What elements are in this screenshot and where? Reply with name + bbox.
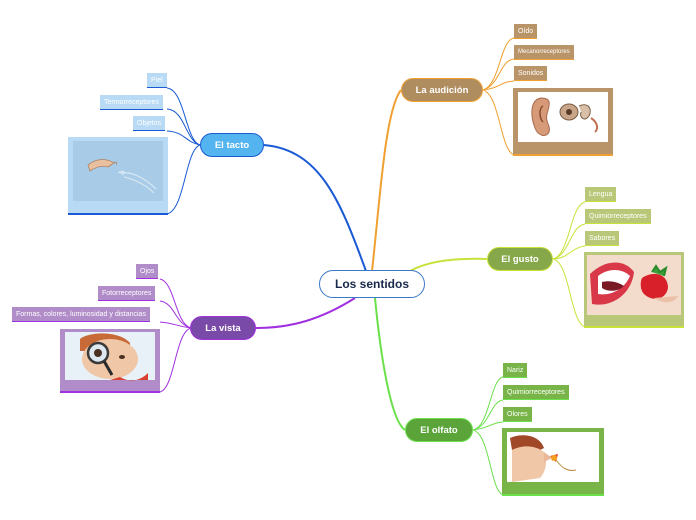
leaf-gusto-lengua[interactable]: Lengua	[585, 187, 617, 202]
leaf-gusto-sabores[interactable]: Sabores	[585, 231, 620, 246]
leaf-vista-formas[interactable]: Formas, colores, luminosidad y distancia…	[12, 307, 150, 322]
smelling-flower-image	[502, 428, 604, 496]
leaf-tacto-piel[interactable]: Piel	[147, 73, 167, 88]
leaf-tacto-objetos[interactable]: Objetos	[133, 116, 166, 131]
leaf-vista-fotorreceptores[interactable]: Fotorreceptores	[98, 286, 156, 301]
ear-image	[513, 88, 613, 156]
touching-hands-image	[68, 137, 168, 215]
child-magnifier-image	[60, 329, 160, 393]
leaf-olfato-nariz[interactable]: Nariz	[503, 363, 528, 378]
leaf-audicion-mecanorreceptores[interactable]: Mecanorreceptores	[514, 45, 574, 60]
mouth-strawberry-image	[584, 252, 684, 328]
branch-vista[interactable]: La vista	[190, 316, 256, 340]
leaf-audicion-sonidos[interactable]: Sonidos	[514, 66, 548, 81]
branch-audicion[interactable]: La audición	[401, 78, 483, 102]
branch-tacto[interactable]: El tacto	[200, 133, 264, 157]
leaf-gusto-quimiorreceptores[interactable]: Quimiorreceptores	[585, 209, 651, 224]
leaf-olfato-quimiorreceptores[interactable]: Quimiorreceptores	[503, 385, 569, 400]
leaf-audicion-oido[interactable]: Oído	[514, 24, 538, 39]
leaf-olfato-olores[interactable]: Olores	[503, 407, 532, 422]
leaf-vista-ojos[interactable]: Ojos	[136, 264, 159, 279]
leaf-tacto-termorreceptores[interactable]: Termorreceptores	[100, 95, 163, 110]
central-topic[interactable]: Los sentidos	[319, 270, 425, 298]
branch-gusto[interactable]: El gusto	[487, 247, 553, 271]
branch-olfato[interactable]: El olfato	[405, 418, 473, 442]
